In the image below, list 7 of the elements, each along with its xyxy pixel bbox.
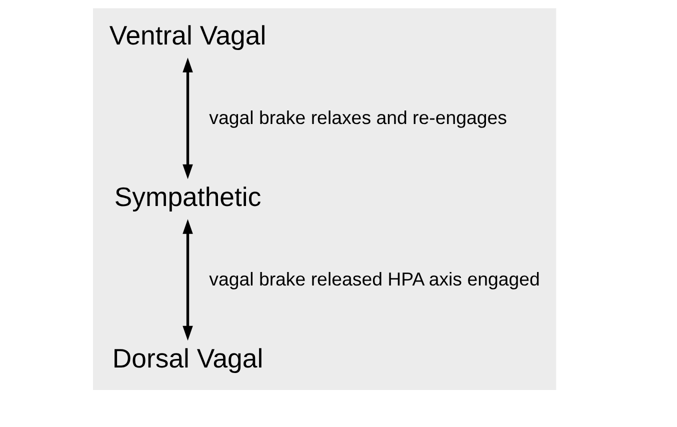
edge-label: vagal brake released HPA axis engaged — [208, 268, 540, 290]
edge-label: vagal brake relaxes and re-engages — [208, 106, 507, 128]
node-text: Sympathetic — [114, 182, 261, 212]
node-text: Dorsal Vagal — [112, 343, 263, 374]
arrow — [182, 58, 192, 180]
node-text: Ventral Vagal — [108, 20, 266, 50]
arrow — [182, 219, 192, 341]
